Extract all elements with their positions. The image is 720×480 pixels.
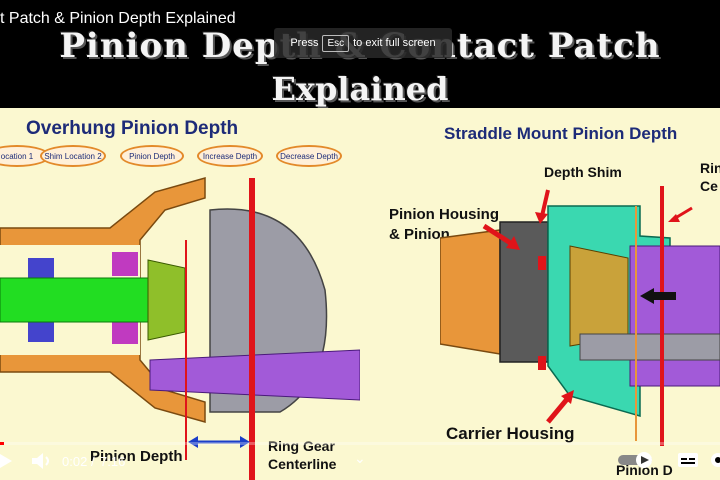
centerline-label-partial: Ce xyxy=(700,178,718,194)
volume-icon[interactable] xyxy=(32,452,52,475)
right-pinion-depth-label: Pinion D xyxy=(616,462,673,478)
straddle-mount-diagram xyxy=(440,186,720,446)
progress-bar[interactable] xyxy=(0,442,720,445)
time-separator: / xyxy=(91,454,95,469)
subtitles-icon[interactable] xyxy=(678,452,698,473)
decrease-depth-button[interactable]: Decrease Depth xyxy=(276,145,342,167)
esc-key-badge: Esc xyxy=(322,34,350,52)
video-title[interactable]: t Patch & Pinion Depth Explained xyxy=(0,10,236,27)
fullscreen-notice-text: to exit full screen xyxy=(353,37,436,49)
increase-depth-button[interactable]: Increase Depth xyxy=(197,145,263,167)
overhung-panel-title: Overhung Pinion Depth xyxy=(26,118,239,139)
progress-bar-fill xyxy=(0,442,4,445)
chevron-down-icon[interactable]: ⌄ xyxy=(354,450,366,466)
shim-location-2-button[interactable]: Shim Location 2 xyxy=(40,145,106,167)
settings-gear-icon[interactable] xyxy=(708,452,720,473)
straddle-panel-title: Straddle Mount Pinion Depth xyxy=(444,124,678,143)
pinion-depth-button[interactable]: Pinion Depth xyxy=(120,145,184,167)
banner-title-line-2: Explained xyxy=(271,70,449,108)
ring-label-partial: Rin xyxy=(700,160,720,176)
ring-gear-label: Ring Gear xyxy=(268,438,335,454)
overhung-pinion-diagram xyxy=(0,177,360,480)
depth-shim-label: Depth Shim xyxy=(544,164,622,180)
pinion-housing-label: Pinion Housing xyxy=(389,206,499,223)
player-controls: 0:02 / 7:16 ⌄ xyxy=(0,440,720,480)
play-icon[interactable] xyxy=(0,454,14,473)
centerline-label: Centerline xyxy=(268,456,337,472)
autoplay-toggle[interactable] xyxy=(618,452,654,473)
fullscreen-notice-press: Press xyxy=(290,37,319,49)
slide-frame: Overhung Pinion Depth ocation 1 Shim Loc… xyxy=(0,108,720,480)
fullscreen-exit-notice: Press Esc to exit full screen xyxy=(274,28,452,58)
left-pinion-depth-label: Pinion Depth xyxy=(90,448,183,465)
carrier-housing-label: Carrier Housing xyxy=(446,424,575,443)
pinion-label: & Pinion xyxy=(389,226,450,243)
total-time: 7:16 xyxy=(100,454,126,469)
current-time: 0:02 xyxy=(62,454,88,469)
